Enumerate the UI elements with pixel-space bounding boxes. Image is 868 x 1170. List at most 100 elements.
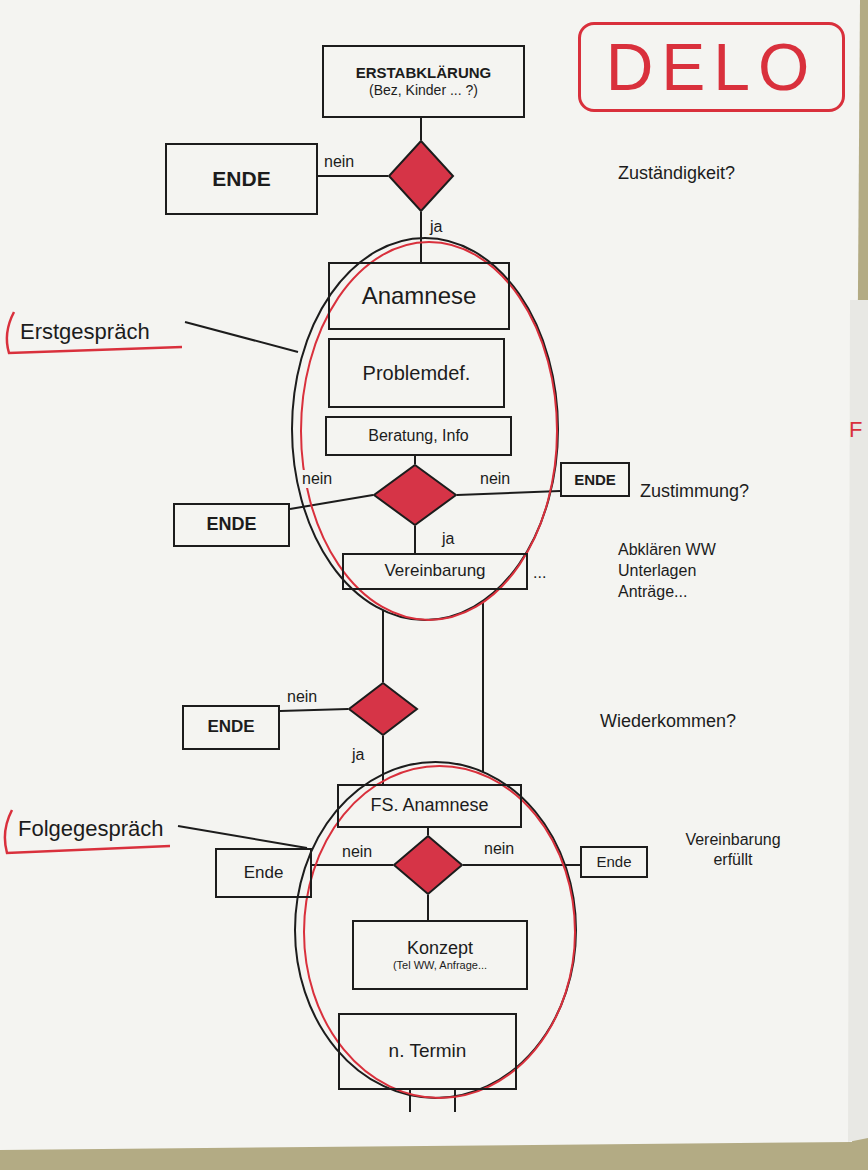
process-box: Ende bbox=[580, 846, 648, 878]
diamond-shape bbox=[388, 140, 454, 212]
text-anchor: nein bbox=[285, 688, 319, 706]
process-box: Vereinbarung bbox=[342, 553, 528, 590]
connector bbox=[382, 610, 384, 682]
process-box: Beratung, Info bbox=[325, 416, 512, 456]
diamond-fill bbox=[394, 836, 462, 894]
text-anchor: nein bbox=[482, 840, 516, 858]
decision-diamond: Wiederkommen? bbox=[348, 682, 418, 736]
connector bbox=[420, 118, 422, 140]
decision-label: Zuständigkeit? bbox=[618, 162, 735, 185]
phase-label: Folgegespräch bbox=[18, 815, 164, 843]
node-text: ENDE bbox=[207, 717, 254, 737]
connector bbox=[482, 601, 484, 772]
node-text: Problemdef. bbox=[363, 361, 471, 385]
process-box: ENDE bbox=[560, 462, 630, 497]
connector bbox=[427, 828, 429, 835]
note-label: ... bbox=[533, 563, 546, 584]
process-box: ENDE bbox=[165, 143, 318, 215]
connector bbox=[420, 212, 422, 262]
note-label: F bbox=[849, 416, 862, 445]
leader-line bbox=[178, 826, 307, 848]
oval-black bbox=[295, 762, 576, 1098]
connector bbox=[318, 175, 388, 177]
decision-label: Wiederkommen? bbox=[600, 710, 736, 733]
text-anchor: nein bbox=[340, 843, 374, 861]
diamond-shape bbox=[393, 835, 463, 895]
connector bbox=[382, 736, 384, 784]
connector bbox=[427, 895, 429, 920]
decision-diamond: Zuständigkeit? bbox=[388, 140, 454, 212]
phase-oval: ErstgesprächAnamneseProblemdef.Beratung,… bbox=[290, 236, 560, 622]
text-anchor: nein bbox=[322, 153, 356, 171]
process-box: ENDE bbox=[173, 503, 290, 547]
diamond-fill bbox=[349, 683, 417, 735]
connector bbox=[312, 864, 393, 866]
node-text: Beratung, Info bbox=[368, 426, 469, 445]
node-text: Vereinbarung bbox=[384, 561, 485, 581]
process-box: Anamnese bbox=[328, 262, 510, 330]
node-text: (Bez, Kinder ... ?) bbox=[369, 82, 478, 99]
edge-label: ja bbox=[350, 746, 366, 764]
red-bracket bbox=[7, 312, 182, 353]
edge-label: nein bbox=[322, 153, 356, 171]
oval-red bbox=[304, 766, 575, 1098]
next-sheet bbox=[848, 300, 868, 1142]
exit-line bbox=[454, 1090, 456, 1112]
node-text: (Tel WW, Anfrage... bbox=[393, 959, 487, 972]
red-bracket bbox=[5, 810, 170, 853]
text-anchor: ... bbox=[533, 563, 546, 584]
node-text: ENDE bbox=[206, 514, 256, 536]
text-anchor: ja bbox=[350, 746, 366, 764]
process-box: Ende bbox=[215, 848, 312, 898]
process-box: Konzept(Tel WW, Anfrage... bbox=[352, 920, 528, 990]
edge-label: ja bbox=[428, 218, 444, 236]
node-text: ENDE bbox=[212, 166, 270, 191]
text-anchor: Abklären WW Unterlagen Anträge... bbox=[618, 540, 758, 602]
node-text: ENDE bbox=[574, 471, 616, 489]
diamond-fill bbox=[374, 465, 456, 525]
edge-label: ja bbox=[440, 530, 456, 548]
text-anchor: ja bbox=[440, 530, 456, 548]
phase-oval: FolgegesprächFS. AnamneseVereinbarung er… bbox=[293, 760, 578, 1100]
paper-sheet bbox=[0, 0, 860, 1150]
connector bbox=[414, 526, 416, 553]
connector bbox=[457, 491, 560, 495]
node-text: Ende bbox=[244, 863, 284, 883]
oval-red bbox=[301, 242, 557, 620]
edge-label: nein bbox=[482, 840, 516, 858]
edge-label: nein bbox=[285, 688, 319, 706]
process-box: ENDE bbox=[182, 705, 280, 750]
connector bbox=[280, 709, 348, 711]
edge-label: nein bbox=[478, 470, 512, 488]
text-anchor: nein bbox=[300, 470, 334, 488]
diamond-fill bbox=[389, 141, 453, 211]
leader-line bbox=[185, 322, 298, 352]
decision-label: Vereinbarung erfüllt bbox=[668, 830, 798, 870]
text-anchor: F bbox=[849, 416, 862, 445]
note-label: Abklären WW Unterlagen Anträge... bbox=[618, 540, 758, 602]
text-anchor: nein bbox=[478, 470, 512, 488]
edge-label: nein bbox=[340, 843, 374, 861]
node-text: Anamnese bbox=[362, 282, 477, 311]
node-text: ERSTABKLÄRUNG bbox=[356, 64, 492, 82]
text-anchor: DELO bbox=[578, 22, 845, 112]
process-box: ERSTABKLÄRUNG(Bez, Kinder ... ?) bbox=[322, 45, 525, 118]
diamond-shape bbox=[348, 682, 418, 736]
diamond-shape bbox=[373, 464, 457, 526]
decision-diamond: Vereinbarung erfüllt bbox=[393, 835, 463, 895]
phase-label: Erstgespräch bbox=[20, 318, 150, 346]
oval-black bbox=[292, 238, 558, 620]
process-box: Problemdef. bbox=[328, 338, 505, 408]
node-text: Konzept bbox=[407, 938, 473, 960]
text-anchor: ja bbox=[428, 218, 444, 236]
node-text: Ende bbox=[596, 853, 631, 871]
decision-label: Zustimmung? bbox=[640, 480, 749, 503]
title-box: DELO bbox=[578, 22, 845, 112]
node-text: n. Termin bbox=[389, 1040, 467, 1063]
process-box: n. Termin bbox=[338, 1013, 517, 1090]
node-text: FS. Anamnese bbox=[370, 795, 488, 817]
connector bbox=[414, 456, 416, 464]
decision-diamond: Zustimmung? bbox=[373, 464, 457, 526]
